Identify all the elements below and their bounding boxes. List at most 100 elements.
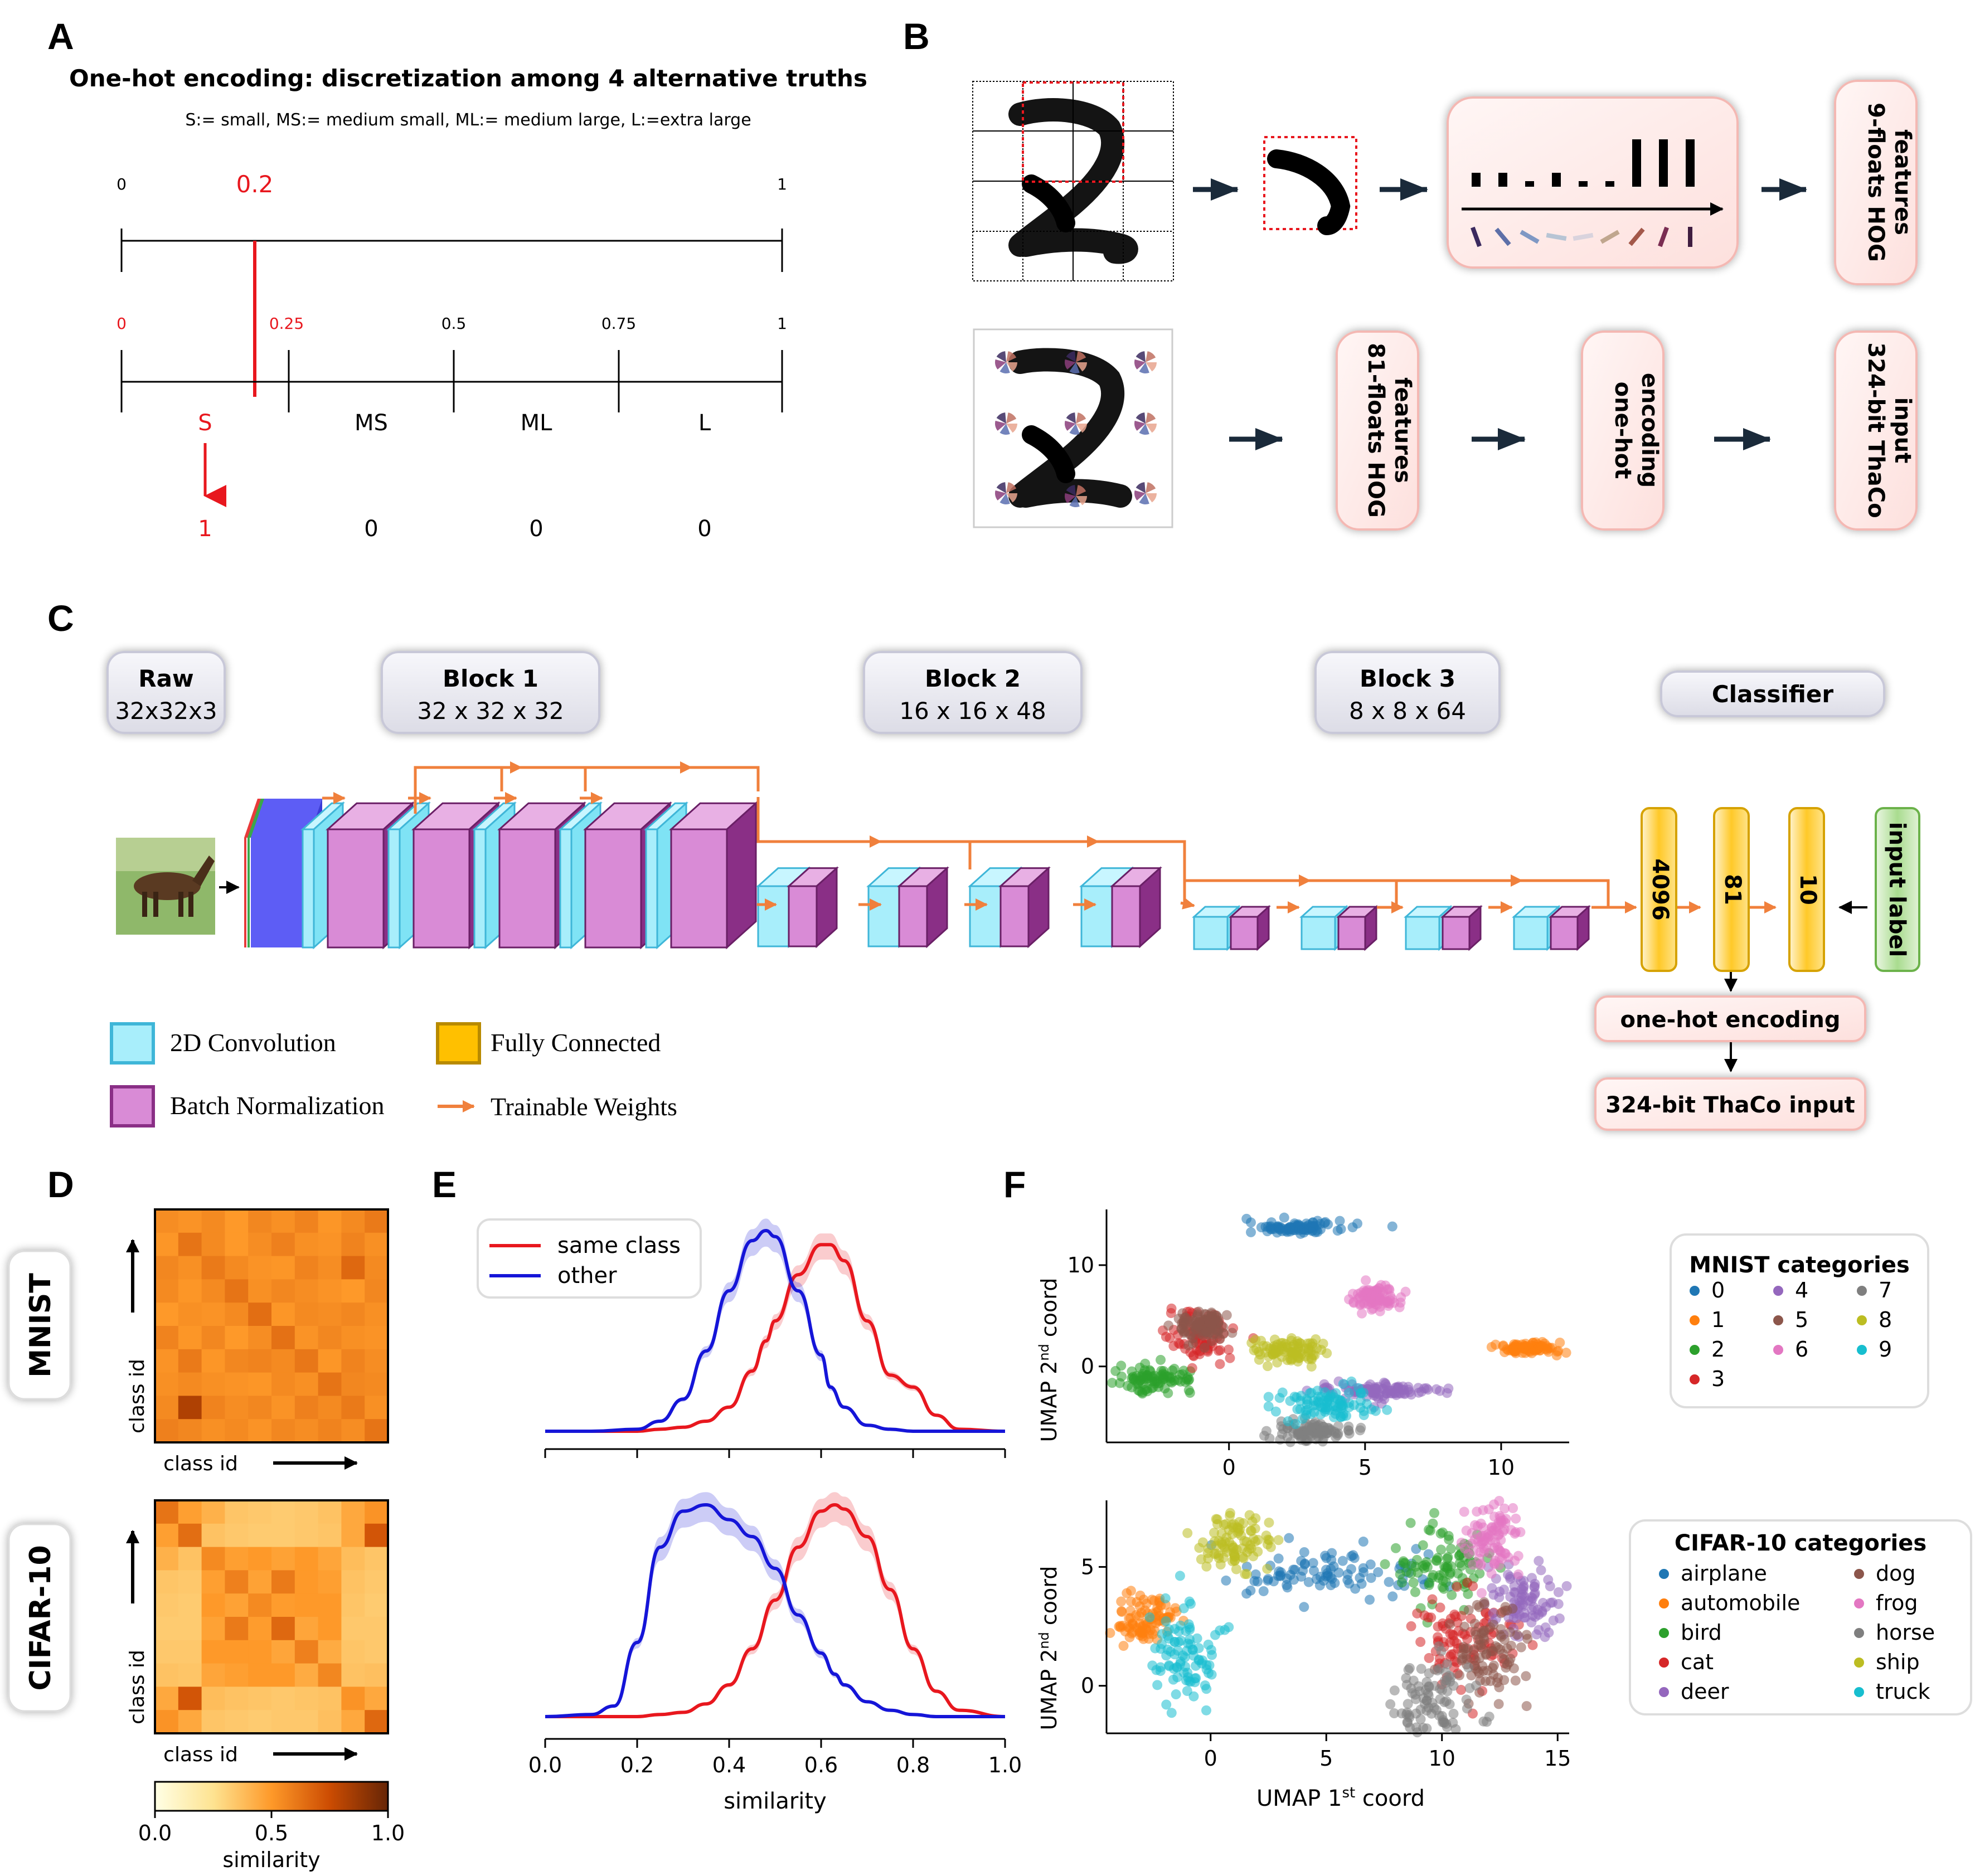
scatter-point (1201, 1705, 1211, 1715)
scatter-point (1380, 1559, 1390, 1569)
scatter-point (1215, 1359, 1225, 1369)
scatter-point (1378, 1384, 1389, 1394)
heatmap-cell (178, 1326, 202, 1350)
hog-rosette-wedge (1146, 424, 1157, 433)
scatter-point (1531, 1629, 1542, 1640)
panel-letter-b: B (903, 16, 930, 57)
scatter-point (1427, 1594, 1438, 1605)
scatter-point (1442, 1388, 1452, 1398)
heatmap-cell (201, 1279, 225, 1303)
colorbar-tick-2: 1.0 (371, 1821, 405, 1845)
legend-label: 3 (1711, 1367, 1725, 1391)
scatter-point (1466, 1670, 1477, 1681)
conv-layer-face (645, 828, 658, 949)
scatter-point (1201, 1684, 1212, 1694)
heatmap-cell (178, 1523, 202, 1548)
scatter-point (1279, 1347, 1290, 1357)
scatter-point (1231, 1564, 1241, 1574)
box-onehot-line2: encoding (1637, 373, 1662, 488)
scatter-point (1497, 1554, 1507, 1564)
scatter-point (1474, 1568, 1485, 1579)
scatter-point (1186, 1329, 1196, 1340)
heatmap-cell (248, 1593, 272, 1617)
heatmap-cell (201, 1419, 225, 1443)
scatter-point (1251, 1343, 1261, 1354)
scatter-point (1288, 1574, 1299, 1585)
heatmap-cell (294, 1396, 319, 1420)
scatter-point (1318, 1338, 1328, 1349)
x-tick-label: 0 (1204, 1746, 1217, 1771)
heatmap-cell (248, 1326, 272, 1350)
block-header-title: Classifier (1712, 681, 1834, 708)
orientation-glyph (1658, 226, 1669, 247)
scatter-point (1342, 1574, 1353, 1585)
panel-letter-a: A (47, 16, 74, 57)
scatter-point (1561, 1581, 1572, 1591)
heatmap-cell (248, 1547, 272, 1571)
series-line (545, 1503, 1006, 1719)
legend-marker (1659, 1658, 1669, 1668)
scatter-point (1442, 1659, 1453, 1669)
scatter-point (1284, 1533, 1294, 1543)
fc-layer (1713, 807, 1750, 972)
scatter-point (1454, 1670, 1465, 1680)
scatter-point (1225, 1353, 1235, 1363)
legend-marker (1690, 1374, 1700, 1384)
trainable-weight-arrow (1180, 897, 1195, 910)
mnist-xlabel: class id (163, 1452, 238, 1475)
block-header-box (1314, 651, 1501, 734)
legend-marker (1773, 1345, 1783, 1355)
heatmap-cell (271, 1500, 295, 1524)
legend-label: 9 (1879, 1337, 1892, 1362)
scatter-point (1221, 1547, 1232, 1557)
heatmap-cell (155, 1419, 179, 1443)
legend-label: ship (1876, 1650, 1920, 1674)
scatter-point (1264, 1517, 1274, 1528)
scatter-point (1299, 1547, 1309, 1557)
hog-rosette-wedge (1134, 490, 1146, 500)
x-tick-label: 0.4 (712, 1753, 746, 1777)
heatmap-cell (248, 1663, 272, 1687)
heatmap-cell (225, 1687, 249, 1710)
cnn-legend: 2D Convolution Batch Normalization Fully… (110, 1022, 677, 1127)
x-tick-label: 5 (1358, 1455, 1372, 1480)
scatter-point (1433, 1632, 1443, 1642)
orientation-glyph (1628, 227, 1645, 246)
scatter-point (1456, 1685, 1467, 1695)
scatter-point (1496, 1624, 1506, 1634)
hog-rosette-wedge (1146, 362, 1157, 372)
hog-rosette-wedge (999, 424, 1010, 435)
hog-rosette-wedge (996, 412, 1006, 424)
scatter-point (1445, 1543, 1456, 1554)
hog-rosette-wedge (1135, 412, 1146, 424)
heatmap-cell (178, 1593, 202, 1617)
scatter-point (1449, 1609, 1460, 1620)
heatmap-cell (178, 1209, 202, 1233)
heatmap-cell (294, 1687, 319, 1710)
scatter-point (1172, 1672, 1183, 1683)
legend-marker (1659, 1598, 1669, 1608)
heatmap-cell (365, 1663, 389, 1687)
heatmap-cell (365, 1349, 389, 1373)
scatter-point (1192, 1633, 1202, 1644)
heatmap-cell (248, 1256, 272, 1280)
orientation-glyph (1573, 232, 1594, 241)
scatter-point (1171, 1689, 1181, 1700)
e-legend-same: same class (557, 1233, 681, 1258)
scatter-point (1365, 1595, 1375, 1605)
mnist-legend-box (1670, 1233, 1929, 1408)
scatter-point (1268, 1349, 1278, 1360)
f-cifar-ylabel: UMAP 2nd coord (1036, 1566, 1061, 1731)
scatter-point (1309, 1566, 1319, 1576)
scatter-point (1499, 1503, 1510, 1514)
scatter-point (1468, 1559, 1478, 1570)
scatter-point (1404, 1710, 1414, 1721)
scatter-point (1487, 1583, 1497, 1593)
heatmap-cell (225, 1523, 249, 1548)
scatter-point (1415, 1704, 1426, 1715)
scatter-point (1432, 1665, 1443, 1676)
heatmap-cell (178, 1302, 202, 1326)
scatter-point (1472, 1521, 1483, 1532)
scatter-point (1335, 1216, 1345, 1226)
